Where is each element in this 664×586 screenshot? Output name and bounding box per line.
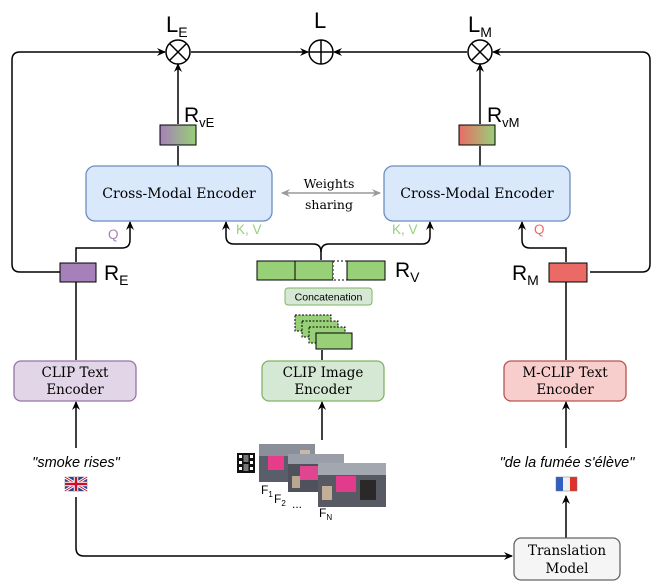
re-label: RE: [104, 262, 129, 288]
weights-sharing-label-line2: sharing: [305, 197, 353, 212]
arrow-rm-to-lm: [492, 48, 651, 273]
frame-label-fn: FN: [319, 506, 332, 522]
oplus-icon: [309, 40, 333, 64]
rvm-label: RvM: [487, 104, 520, 130]
weights-sharing-label-line1: Weights: [304, 176, 355, 191]
concatenation-box: [284, 287, 373, 306]
cross-modal-encoder-right-label: Cross-Modal Encoder: [400, 186, 554, 202]
video-frames: [259, 444, 386, 507]
arrow-rv-to-crossmodal-right: [320, 221, 434, 253]
uk-flag-icon: [64, 475, 88, 493]
otimes-icon: [470, 42, 490, 62]
rvm-vector: [458, 124, 496, 146]
translation-model-line2: Model: [546, 561, 589, 577]
kv-label-left: K, V: [236, 222, 262, 237]
arrow-re-to-crossmodal-left: [75, 221, 134, 262]
film-strip-icon: [237, 453, 255, 473]
clip-text-encoder-line2: Encoder: [46, 382, 104, 398]
cross-modal-encoder-left-label: Cross-Modal Encoder: [102, 186, 256, 202]
rv-label: RV: [395, 259, 420, 285]
frame-embedding-stack: [294, 314, 353, 350]
caption-english: "smoke rises": [32, 455, 120, 471]
mclip-text-encoder-line1: M-CLIP Text: [522, 365, 608, 381]
loss-total-label: L: [314, 8, 326, 33]
clip-text-encoder-line1: CLIP Text: [42, 365, 110, 381]
rm-vector: [548, 262, 588, 283]
video-frame-n: [318, 463, 386, 507]
rve-label: RvE: [184, 104, 215, 130]
clip-image-encoder-line2: Encoder: [294, 382, 352, 398]
arrow-rm-to-crossmodal-right: [518, 221, 567, 262]
rm-label: RM: [512, 262, 539, 288]
loss-multilingual-node: [467, 39, 493, 65]
mclip-text-encoder: [503, 360, 627, 402]
rve-vector: [159, 124, 197, 146]
connector-lines: [11, 48, 651, 560]
loss-total-node: [308, 39, 334, 65]
frame-label-ellipsis: ...: [292, 497, 302, 511]
translation-model-line1: Translation: [528, 543, 606, 559]
arrow-english-to-translation: [75, 497, 513, 560]
clip-image-encoder: [261, 360, 385, 402]
mclip-text-encoder-line2: Encoder: [536, 382, 594, 398]
re-vector: [59, 262, 97, 283]
loss-english-node: [165, 39, 191, 65]
france-flag-icon: [555, 476, 578, 492]
q-label-left: Q: [108, 227, 119, 242]
arrow-re-to-le: [11, 48, 166, 273]
loss-multilingual-label: LM: [468, 12, 492, 40]
clip-text-encoder: [13, 360, 137, 402]
translation-model: [513, 537, 621, 581]
kv-label-right: K, V: [392, 222, 418, 237]
concatenation-label: Concatenation: [295, 292, 363, 304]
cross-modal-encoder-right: [383, 165, 571, 222]
loss-english-label: LE: [166, 12, 188, 40]
cross-modal-encoder-left: [85, 165, 273, 222]
otimes-icon: [168, 42, 188, 62]
clip-image-encoder-line1: CLIP Image: [283, 365, 364, 381]
rv-vector: [256, 260, 386, 281]
caption-french: "de la fumée s'élève": [500, 455, 636, 471]
frame-label-f1: F1: [261, 483, 273, 499]
arrow-rv-to-crossmodal-left: [222, 221, 322, 260]
frame-label-f2: F2: [274, 492, 286, 508]
q-label-right: Q: [534, 222, 545, 237]
